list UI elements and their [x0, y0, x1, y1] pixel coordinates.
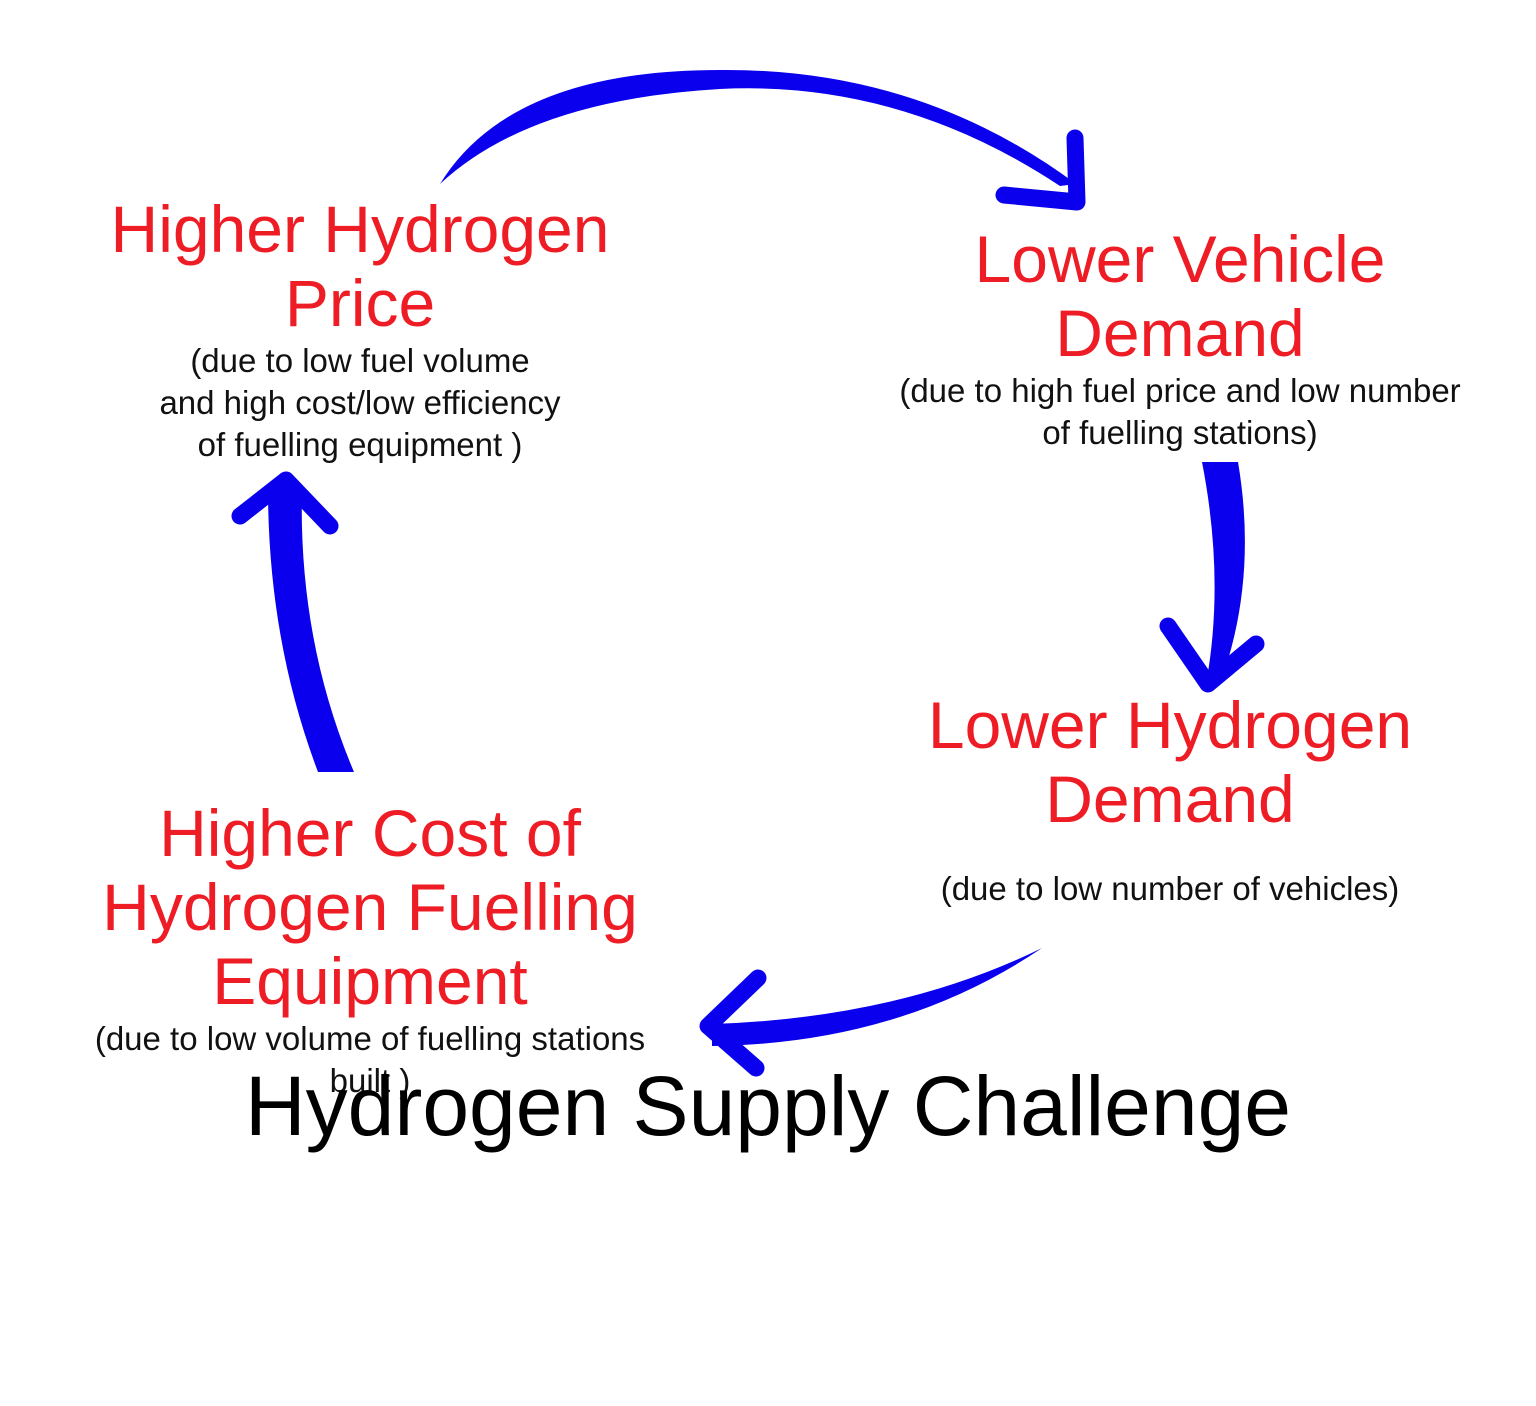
diagram-title: Hydrogen Supply Challenge	[244, 1059, 1292, 1153]
heading-line: Equipment	[212, 944, 528, 1018]
heading-line: Higher Hydrogen	[110, 192, 610, 266]
arrow-right	[1159, 462, 1265, 693]
node-heading: Lower Hydrogen Demand	[870, 688, 1470, 836]
note-line: (due to low number of vehicles)	[940, 870, 1400, 907]
note-line: built )	[329, 1062, 411, 1099]
arrow-left-head	[231, 471, 339, 535]
heading-line: Lower Vehicle	[974, 222, 1386, 296]
arrow-top-head	[995, 129, 1086, 211]
heading-line: Lower Hydrogen	[927, 688, 1413, 762]
node-note: (due to low fuel volume and high cost/lo…	[40, 340, 680, 466]
arrow-right-shaft	[1202, 462, 1245, 684]
arrow-left-shaft	[268, 488, 354, 772]
arrow-bottom	[699, 948, 1042, 1077]
node-heading: Higher Hydrogen Price	[40, 192, 680, 340]
node-lower-hydrogen-demand: Lower Hydrogen Demand (due to low number…	[870, 688, 1470, 910]
arrow-bottom-shaft	[712, 948, 1042, 1046]
heading-line: Demand	[1055, 296, 1305, 370]
note-line: of fuelling stations)	[1042, 414, 1318, 451]
node-note: (due to high fuel price and low number o…	[840, 370, 1520, 454]
arrow-top	[440, 69, 1086, 211]
node-lower-vehicle-demand: Lower Vehicle Demand (due to high fuel p…	[840, 222, 1520, 454]
note-line: (due to high fuel price and low number	[899, 372, 1461, 409]
arrow-top-shaft	[440, 69, 1076, 186]
note-line: (due to low volume of fuelling stations	[94, 1020, 646, 1057]
note-line: (due to low fuel volume	[190, 342, 530, 379]
note-line: of fuelling equipment )	[197, 426, 523, 463]
arrow-right-head	[1159, 617, 1265, 693]
node-heading: Higher Cost of Hydrogen Fuelling Equipme…	[30, 796, 710, 1018]
heading-line: Higher Cost of	[159, 796, 581, 870]
heading-line: Demand	[1045, 762, 1295, 836]
arrow-left	[231, 471, 354, 772]
note-line: and high cost/low efficiency	[159, 384, 561, 421]
heading-line: Price	[284, 266, 436, 340]
node-heading: Lower Vehicle Demand	[840, 222, 1520, 370]
node-note: (due to low volume of fuelling stations …	[30, 1018, 710, 1102]
heading-line: Hydrogen Fuelling	[102, 870, 638, 944]
node-higher-cost-fuelling-equipment: Higher Cost of Hydrogen Fuelling Equipme…	[30, 796, 710, 1102]
node-higher-hydrogen-price: Higher Hydrogen Price (due to low fuel v…	[40, 192, 680, 466]
node-note: (due to low number of vehicles)	[870, 868, 1470, 910]
arrow-bottom-head	[699, 969, 767, 1077]
